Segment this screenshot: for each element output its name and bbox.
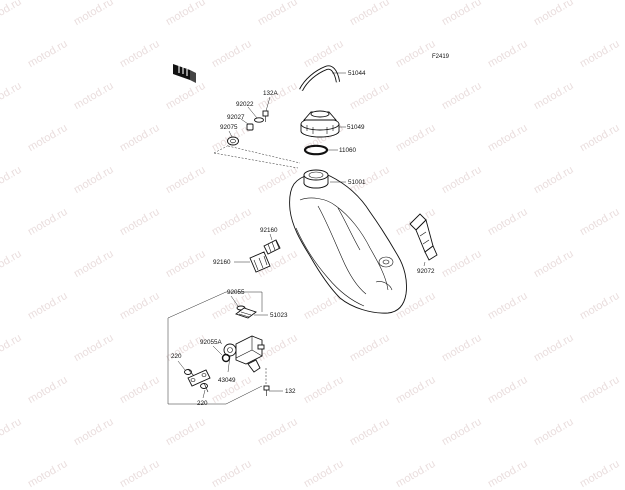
tank-strap: [409, 213, 438, 261]
front-direction-arrow-icon: [173, 64, 196, 83]
callout-132a: 132A: [263, 90, 279, 97]
callout-92160-upper: 92160: [260, 227, 278, 234]
filter-51023: [235, 307, 257, 319]
bolt-132: [263, 368, 270, 396]
cap-gasket: [303, 144, 329, 156]
o-ring-92055a: [221, 353, 231, 363]
callout-92022: 92022: [236, 101, 254, 108]
callout-92055: 92055: [227, 289, 245, 296]
diagram-drawing: F2419 51044 51049 11060: [167, 54, 450, 407]
fuel-tank: [289, 169, 407, 314]
callout-132: 132: [285, 388, 296, 395]
callout-11060: 11060: [339, 147, 357, 154]
callout-220-upper: 220: [171, 353, 182, 360]
callout-92027: 92027: [227, 114, 245, 121]
damper-92075: [227, 136, 239, 146]
figure-ref: F2419: [432, 54, 450, 60]
petcock-plate: [187, 369, 211, 387]
callout-51044: 51044: [348, 70, 366, 77]
callout-92075: 92075: [220, 124, 238, 131]
callout-51023: 51023: [270, 312, 288, 319]
callout-220-lower: 220: [197, 400, 208, 407]
callout-92055a: 92055A: [200, 339, 223, 346]
petcock-group-outline: [167, 291, 263, 405]
tank-damper-upper: [263, 239, 281, 255]
fuel-cap: [300, 110, 340, 138]
tank-damper-lower: [249, 251, 271, 273]
breather-hose: [299, 65, 341, 92]
callout-51049: 51049: [347, 124, 365, 131]
callout-51001: 51001: [348, 179, 366, 186]
screw-220-lower: [200, 382, 209, 393]
collar-92027: [246, 123, 254, 131]
fuel-petcock: [223, 335, 265, 373]
mounting-bolt-132a: [262, 110, 269, 122]
callout-43049: 43049: [218, 377, 236, 384]
screw-220-upper: [184, 368, 195, 377]
callout-92160-lower: 92160: [213, 259, 231, 266]
callout-92072: 92072: [417, 268, 435, 275]
washer-92022: [254, 117, 264, 123]
